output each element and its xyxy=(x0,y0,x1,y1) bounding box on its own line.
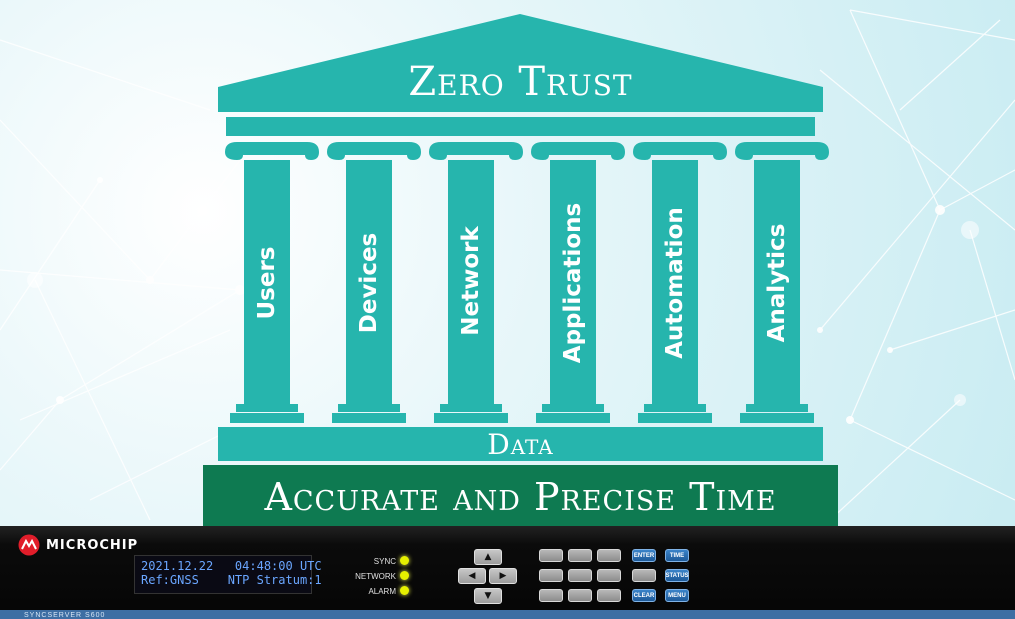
key-9[interactable] xyxy=(597,589,621,602)
pillar-label-applications: Applications xyxy=(560,202,586,364)
pillar-label-users: Users xyxy=(254,246,280,320)
time-button[interactable]: TIME xyxy=(665,549,689,562)
status-button[interactable]: STATUS xyxy=(665,569,689,582)
temple-entablature xyxy=(226,117,815,136)
pillar-automation xyxy=(633,142,727,423)
pillar-analytics xyxy=(735,142,829,423)
lcd-display: 2021.12.22 04:48:00 UTC Ref:GNSS NTP Str… xyxy=(134,555,322,594)
key-1[interactable] xyxy=(539,549,563,562)
pillar-applications xyxy=(531,142,625,423)
network-led-icon xyxy=(400,571,409,580)
pillar-network xyxy=(429,142,523,423)
alarm-label: ALARM xyxy=(368,587,396,596)
temple-roof xyxy=(218,14,823,112)
clear-button[interactable]: CLEAR xyxy=(632,589,656,602)
sync-led-icon xyxy=(400,556,409,565)
key-0[interactable] xyxy=(632,569,656,582)
brand-logo: MICROCHIP xyxy=(18,534,138,556)
pillar-devices xyxy=(327,142,421,423)
pillar-label-automation: Automation xyxy=(662,207,688,359)
key-6[interactable] xyxy=(597,569,621,582)
temple-title: Zero Trust xyxy=(408,59,633,105)
pillar-label-devices: Devices xyxy=(356,232,382,334)
sync-label: SYNC xyxy=(373,557,396,566)
temple-graphic xyxy=(203,14,838,527)
lcd-line-1: 2021.12.22 04:48:00 UTC xyxy=(141,559,322,573)
time-foundation-label: Accurate and Precise Time xyxy=(264,475,777,519)
left-arrow-button[interactable]: ◀ xyxy=(458,568,486,584)
data-base xyxy=(218,427,823,461)
menu-button[interactable]: MENU xyxy=(665,589,689,602)
key-8[interactable] xyxy=(568,589,592,602)
network-label: NETWORK xyxy=(355,572,396,581)
enter-button[interactable]: ENTER xyxy=(632,549,656,562)
alarm-led-icon xyxy=(400,586,409,595)
microchip-logo-icon xyxy=(18,534,40,556)
key-3[interactable] xyxy=(597,549,621,562)
pillar-users xyxy=(225,142,319,423)
key-5[interactable] xyxy=(568,569,592,582)
network-lines-decoration xyxy=(0,0,1015,528)
data-base-label: Data xyxy=(487,428,554,461)
key-4[interactable] xyxy=(539,569,563,582)
model-label: SYNCSERVER S600 xyxy=(24,612,106,619)
up-arrow-button[interactable]: ▲ xyxy=(474,549,502,565)
panel-bottom-strip xyxy=(0,610,1015,619)
pillar-label-network: Network xyxy=(458,226,484,336)
down-arrow-button[interactable]: ▼ xyxy=(474,588,502,604)
right-arrow-button[interactable]: ▶ xyxy=(489,568,517,584)
time-foundation xyxy=(203,465,838,527)
key-7[interactable] xyxy=(539,589,563,602)
lcd-line-2: Ref:GNSS NTP Stratum:1 xyxy=(141,573,322,587)
brand-name: MICROCHIP xyxy=(46,537,139,553)
key-2[interactable] xyxy=(568,549,592,562)
pillar-label-analytics: Analytics xyxy=(764,223,790,343)
